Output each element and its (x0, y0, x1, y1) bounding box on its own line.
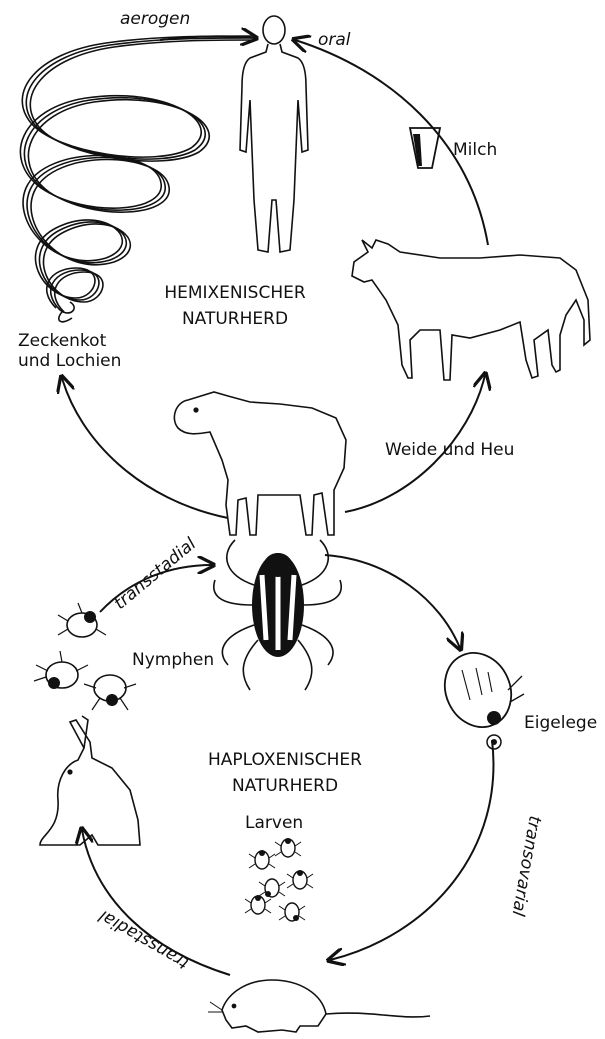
label-oral: oral (318, 30, 351, 50)
label-haploxenischer-line1: HAPLOXENISCHER (208, 750, 362, 770)
arrow-sheep-to-zeckenkot (62, 378, 228, 518)
label-hemixenischer-line2: NATURHERD (182, 309, 288, 329)
label-zeckenkot-line2: und Lochien (18, 351, 121, 371)
egg-laying-tick-icon (433, 642, 524, 749)
label-transstadial-top: transstadial (110, 534, 200, 614)
label-haploxenischer-line2: NATURHERD (232, 776, 338, 796)
arrow-eigelege-to-larven (330, 740, 493, 960)
label-aerogen: aerogen (120, 9, 190, 29)
mouse-icon (208, 980, 430, 1032)
milk-cup-icon (410, 128, 440, 168)
label-weide-und-heu: Weide und Heu (385, 440, 514, 460)
cow-icon (352, 240, 590, 380)
central-tick-icon (214, 540, 341, 690)
larval-ticks-icon (245, 838, 313, 921)
label-eigelege: Eigelege (524, 713, 597, 733)
aerogen-spiral-icon (20, 36, 255, 322)
label-milch: Milch (453, 140, 497, 160)
label-zeckenkot-line1: Zeckenkot (18, 331, 107, 351)
nymph-ticks-icon (34, 603, 136, 710)
label-transovarial: transovarial (507, 814, 544, 918)
arrow-tick-to-eigelege (325, 555, 460, 648)
label-nymphen: Nymphen (132, 650, 214, 670)
label-transstadial-bottom: transstadial (95, 905, 192, 973)
sheep-icon (174, 392, 346, 535)
label-larven: Larven (245, 813, 303, 833)
label-hemixenischer-line1: HEMIXENISCHER (164, 283, 306, 303)
rabbit-icon (40, 716, 140, 845)
human-icon (240, 16, 308, 252)
